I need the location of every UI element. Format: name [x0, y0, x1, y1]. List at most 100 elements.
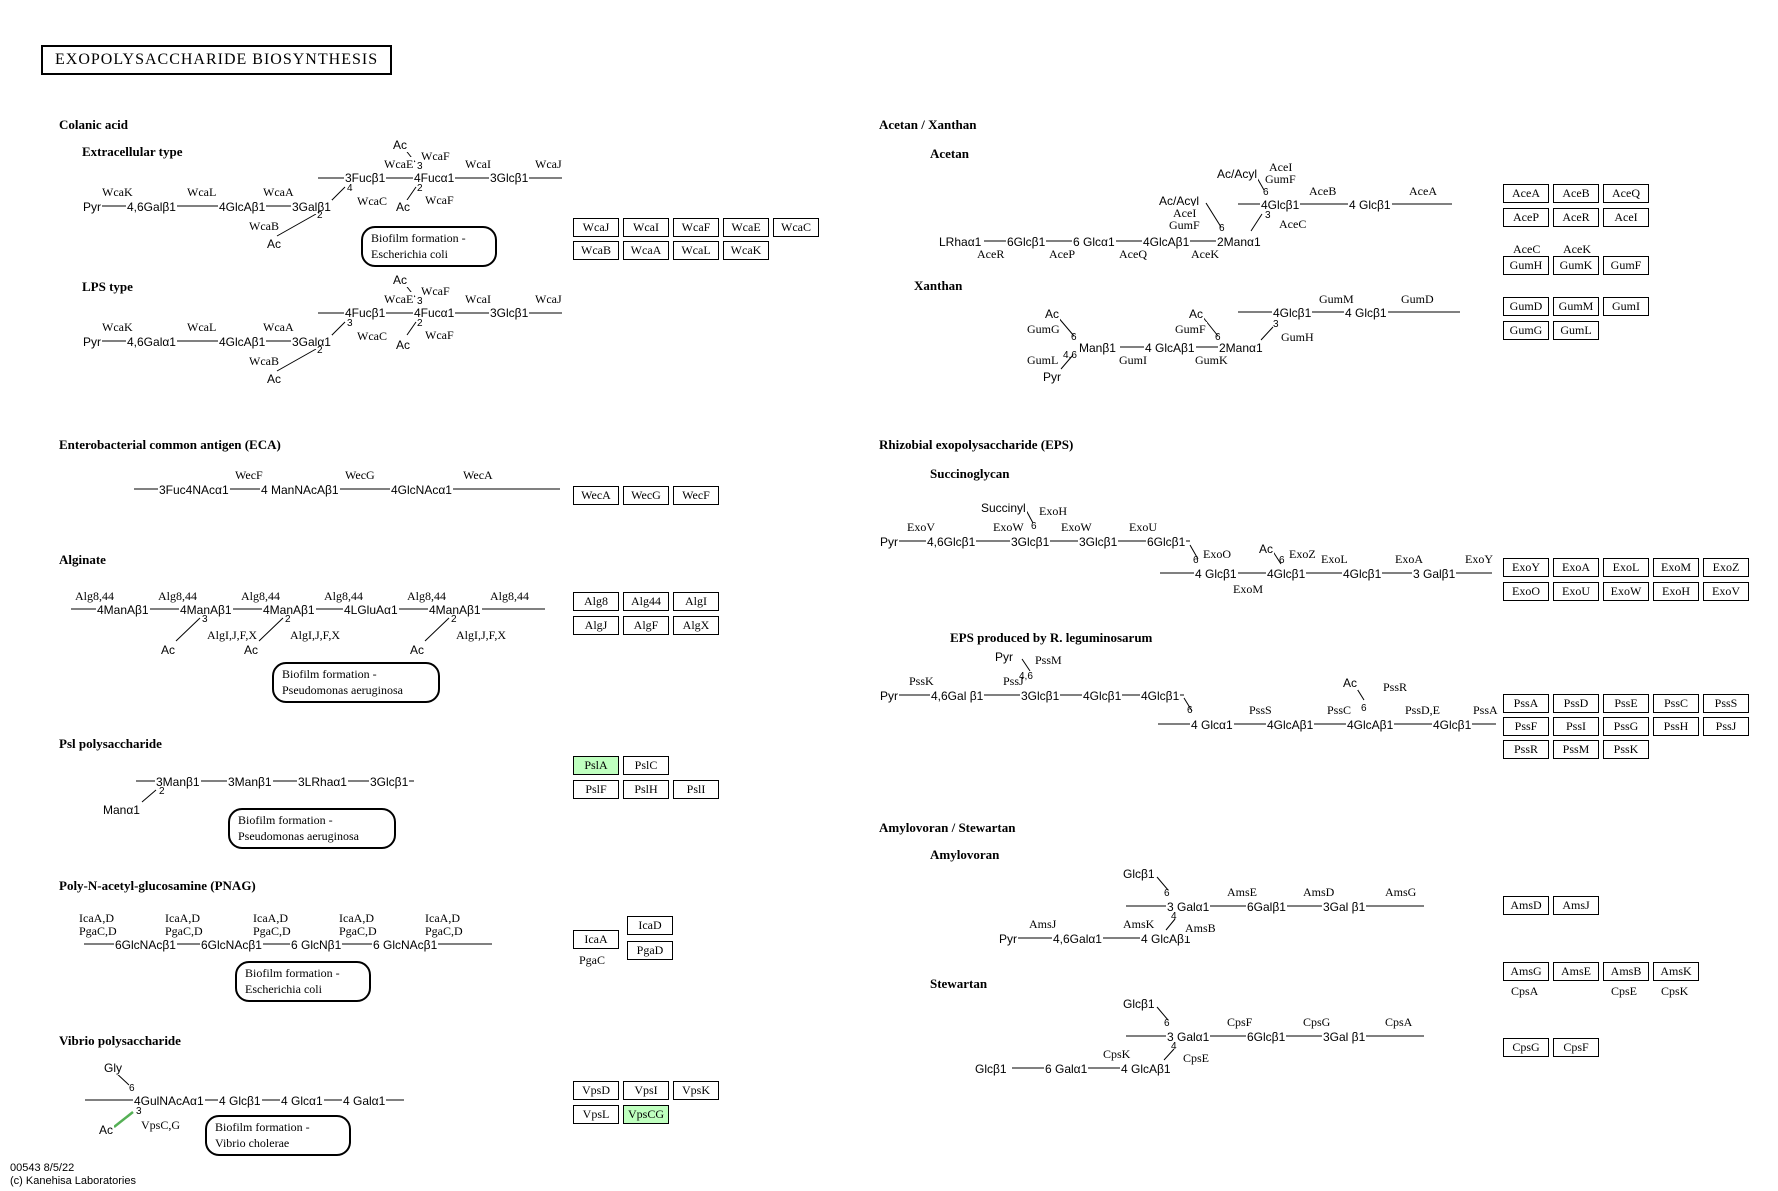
section-header-rhizobial-exopolysaccharide-eps: Rhizobial exopolysaccharide (EPS) — [879, 437, 1074, 452]
gene-box-amsd[interactable]: AmsD — [1503, 896, 1549, 915]
enzyme-label-acea: AceA — [1408, 184, 1438, 199]
sugar-label-ac: Ac — [395, 338, 412, 352]
gene-box-pssf[interactable]: PssF — [1503, 717, 1549, 736]
gene-box-acer[interactable]: AceR — [1553, 208, 1599, 227]
gene-box-aceq[interactable]: AceQ — [1603, 184, 1649, 203]
section-header-alginate: Alginate — [59, 552, 106, 567]
gene-box-gumk[interactable]: GumK — [1553, 256, 1599, 275]
gene-box-algj[interactable]: AlgJ — [573, 616, 619, 635]
gene-box-vpscg[interactable]: VpsCG — [623, 1105, 669, 1124]
enzyme-label-alg8-44: Alg8,44 — [74, 589, 115, 604]
pathway-link-biofilm-pseudomonas-aeruginosa[interactable]: Biofilm formation -Pseudomonas aeruginos… — [228, 808, 396, 850]
gene-box-gumf[interactable]: GumF — [1603, 256, 1649, 275]
section-header-acetan: Acetan — [930, 146, 969, 161]
pathway-link-biofilm-vibrio-cholerae[interactable]: Biofilm formation -Vibrio cholerae — [205, 1115, 351, 1157]
gene-box-wcac[interactable]: WcaC — [773, 218, 819, 237]
gene-box-amsj[interactable]: AmsJ — [1553, 896, 1599, 915]
gene-box-cpsg[interactable]: CpsG — [1503, 1038, 1549, 1057]
pathway-link-biofilm-pseudomonas-aeruginosa[interactable]: Biofilm formation -Pseudomonas aeruginos… — [272, 662, 440, 704]
gene-box-cpsf[interactable]: CpsF — [1553, 1038, 1599, 1057]
gene-box-pssd[interactable]: PssD — [1553, 694, 1599, 713]
green-connector-line — [113, 1111, 134, 1128]
gene-box-alg44[interactable]: Alg44 — [623, 592, 669, 611]
gene-box-exol[interactable]: ExoL — [1603, 558, 1649, 577]
gene-box-amsb[interactable]: AmsB — [1603, 962, 1649, 981]
gene-box-vpsi[interactable]: VpsI — [623, 1081, 669, 1100]
gene-box-pssg[interactable]: PssG — [1603, 717, 1649, 736]
sugar-label-4glca-1: 4GlcAβ1 — [218, 335, 267, 349]
sugar-label-4-glca-1: 4 GlcAβ1 — [1140, 932, 1192, 946]
gene-box-exov[interactable]: ExoV — [1703, 582, 1749, 601]
gene-box-algx[interactable]: AlgX — [673, 616, 719, 635]
map-title-box[interactable]: EXOPOLYSACCHARIDE BIOSYNTHESIS — [41, 45, 393, 75]
gene-box-psli[interactable]: PslI — [673, 780, 719, 799]
gene-box-gumd[interactable]: GumD — [1503, 297, 1549, 316]
gene-box-vpsl[interactable]: VpsL — [573, 1105, 619, 1124]
gene-box-weca[interactable]: WecA — [573, 486, 619, 505]
gene-box-wcaj[interactable]: WcaJ — [573, 218, 619, 237]
linkage-number-2: 2 — [451, 614, 457, 625]
gene-box-pssh[interactable]: PssH — [1653, 717, 1699, 736]
gene-box-wecf[interactable]: WecF — [673, 486, 719, 505]
gene-box-gumg[interactable]: GumG — [1503, 321, 1549, 340]
gene-box-exoa[interactable]: ExoA — [1553, 558, 1599, 577]
sugar-label-ac: Ac — [1044, 307, 1061, 321]
gene-box-exou[interactable]: ExoU — [1553, 582, 1599, 601]
gene-box-pssc[interactable]: PssC — [1653, 694, 1699, 713]
gene-box-acep[interactable]: AceP — [1503, 208, 1549, 227]
gene-box-pssa[interactable]: PssA — [1503, 694, 1549, 713]
gene-box-gumm[interactable]: GumM — [1553, 297, 1599, 316]
gene-box-exow[interactable]: ExoW — [1603, 582, 1649, 601]
pathway-link-biofilm-escherichia-coli[interactable]: Biofilm formation -Escherichia coli — [361, 226, 497, 268]
gene-box-exoh[interactable]: ExoH — [1653, 582, 1699, 601]
gene-box-wcae[interactable]: WcaE — [723, 218, 769, 237]
gene-box-pssr[interactable]: PssR — [1503, 740, 1549, 759]
gene-box-exom[interactable]: ExoM — [1653, 558, 1699, 577]
gene-box-psss[interactable]: PssS — [1703, 694, 1749, 713]
gene-box-pslc[interactable]: PslC — [623, 756, 669, 775]
pathway-link-biofilm-escherichia-coli[interactable]: Biofilm formation -Escherichia coli — [235, 961, 371, 1003]
enzyme-label-gumg: GumG — [1026, 322, 1061, 337]
connector-line — [1156, 1006, 1169, 1021]
gene-box-wcak[interactable]: WcaK — [723, 241, 769, 260]
gene-box-acei[interactable]: AceI — [1603, 208, 1649, 227]
gene-box-wecg[interactable]: WecG — [623, 486, 669, 505]
enzyme-label-amse: AmsE — [1226, 885, 1258, 900]
gene-box-alg8[interactable]: Alg8 — [573, 592, 619, 611]
gene-box-gumi[interactable]: GumI — [1603, 297, 1649, 316]
gene-box-guml[interactable]: GumL — [1553, 321, 1599, 340]
gene-box-gumh[interactable]: GumH — [1503, 256, 1549, 275]
gene-box-wcaa[interactable]: WcaA — [623, 241, 669, 260]
biofilm-line1: Biofilm formation - — [238, 813, 333, 827]
gene-box-algf[interactable]: AlgF — [623, 616, 669, 635]
sugar-label-glc-1: Glcβ1 — [1122, 997, 1156, 1011]
gene-box-exoz[interactable]: ExoZ — [1703, 558, 1749, 577]
gene-box-wcab[interactable]: WcaB — [573, 241, 619, 260]
gene-box-psla[interactable]: PslA — [573, 756, 619, 775]
gene-box-wcai[interactable]: WcaI — [623, 218, 669, 237]
gene-box-wcal[interactable]: WcaL — [673, 241, 719, 260]
gene-box-acea[interactable]: AceA — [1503, 184, 1549, 203]
enzyme-label-acei: AceI — [1172, 206, 1198, 221]
gene-box-exoo[interactable]: ExoO — [1503, 582, 1549, 601]
gene-box-aceb[interactable]: AceB — [1553, 184, 1599, 203]
gene-box-pssj[interactable]: PssJ — [1703, 717, 1749, 736]
gene-box-pssm[interactable]: PssM — [1553, 740, 1599, 759]
gene-box-vpsd[interactable]: VpsD — [573, 1081, 619, 1100]
gene-box-wcaf[interactable]: WcaF — [673, 218, 719, 237]
gene-box-icad[interactable]: IcaD — [627, 916, 673, 935]
gene-box-icaa[interactable]: IcaA — [573, 930, 619, 949]
gene-box-vpsk[interactable]: VpsK — [673, 1081, 719, 1100]
gene-box-amsg[interactable]: AmsG — [1503, 962, 1549, 981]
gene-box-pgad[interactable]: PgaD — [627, 941, 673, 960]
gene-box-pslf[interactable]: PslF — [573, 780, 619, 799]
gene-box-pssi[interactable]: PssI — [1553, 717, 1599, 736]
gene-box-amsk[interactable]: AmsK — [1653, 962, 1699, 981]
gene-box-psse[interactable]: PssE — [1603, 694, 1649, 713]
gene-box-amse[interactable]: AmsE — [1553, 962, 1599, 981]
gene-box-pssk[interactable]: PssK — [1603, 740, 1649, 759]
gene-box-algi[interactable]: AlgI — [673, 592, 719, 611]
connector-line — [1021, 658, 1031, 672]
gene-box-exoy[interactable]: ExoY — [1503, 558, 1549, 577]
gene-box-pslh[interactable]: PslH — [623, 780, 669, 799]
